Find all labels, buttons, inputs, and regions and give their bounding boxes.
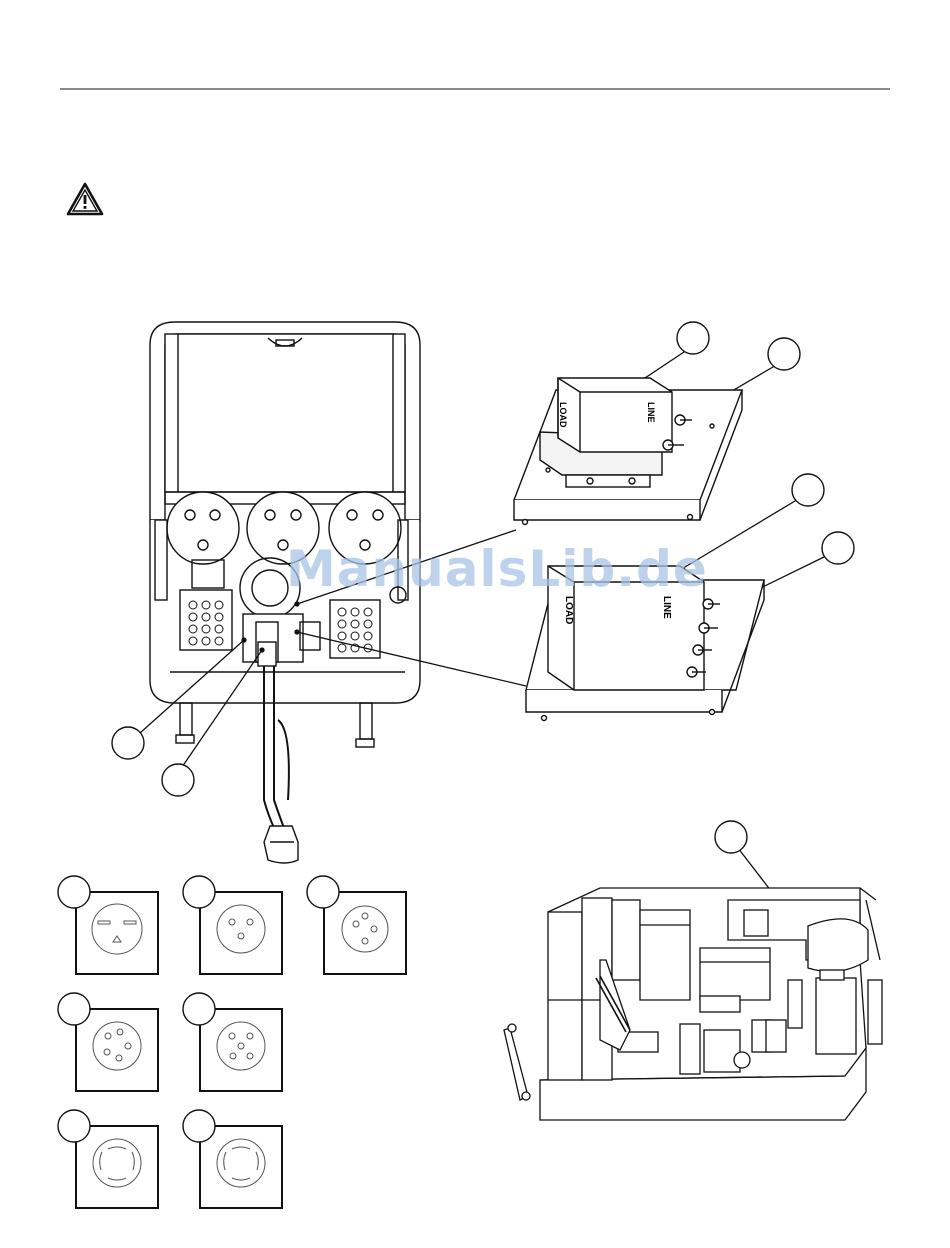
callout-c [792, 474, 824, 506]
callout-b [768, 338, 800, 370]
callout-g [715, 821, 747, 853]
upper-load-label: LOAD [558, 402, 568, 428]
lower-load-label: LOAD [563, 596, 574, 624]
chassis-interior [504, 888, 882, 1120]
transformer-box-upper [514, 378, 742, 525]
callout-f [162, 764, 194, 796]
upper-line-label: LINE [646, 402, 656, 423]
lower-line-label: LINE [661, 596, 672, 619]
receptacle-grid [76, 892, 406, 1208]
callout-a [677, 322, 709, 354]
callout-d [822, 532, 854, 564]
watermark: ManualsLib.de [286, 540, 708, 598]
callout-e [112, 727, 144, 759]
